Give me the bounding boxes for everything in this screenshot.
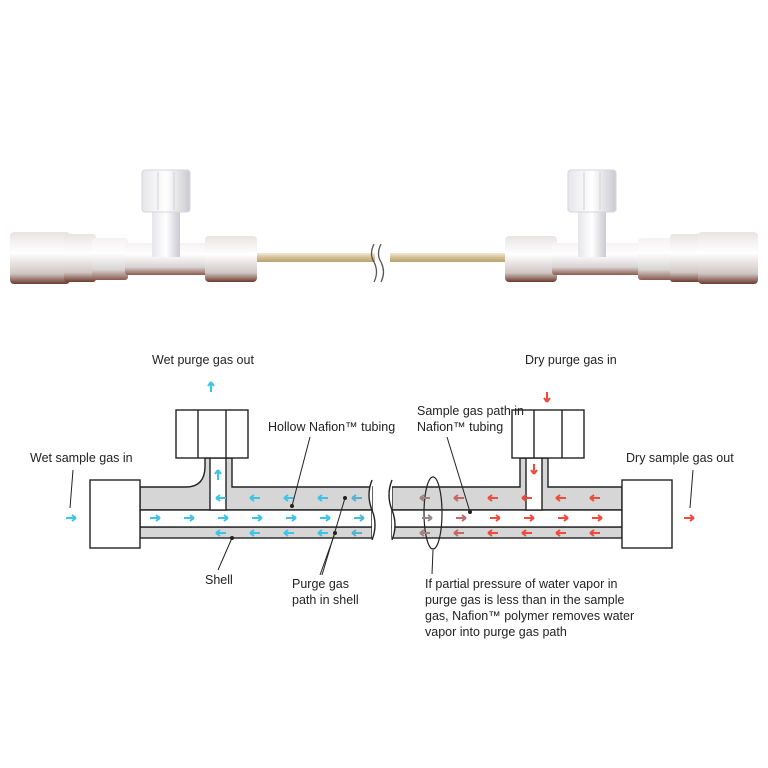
left-fitting-assembly <box>10 169 257 284</box>
label-sample-path-2: Nafion™ tubing <box>417 420 503 434</box>
right-end-fitting <box>621 479 673 549</box>
schematic <box>89 409 673 550</box>
sample-flow-arrow <box>286 514 297 522</box>
label-dry-sample-out: Dry sample gas out <box>626 451 734 465</box>
sample-flow-arrow <box>490 514 501 522</box>
purge-flow-arrow <box>215 529 226 537</box>
leader-lines <box>69 436 694 576</box>
purge-flow-arrow <box>487 494 498 502</box>
purge-flow-arrow <box>215 494 226 502</box>
purge-flow-arrow <box>351 529 362 537</box>
dry-purge-in-arrow <box>543 392 551 403</box>
purge-flow-arrow <box>521 529 532 537</box>
left-tee-cap <box>175 409 249 459</box>
sample-flow-arrow <box>218 514 229 522</box>
purge-flow-arrow <box>283 529 294 537</box>
purge-flow-arrow <box>317 529 328 537</box>
nafion-tube-left <box>255 253 375 262</box>
purge-flow-arrow <box>555 529 566 537</box>
label-note-4: vapor into purge gas path <box>425 625 567 639</box>
flow-arrows <box>66 381 695 537</box>
right-tee-cap <box>511 409 585 459</box>
purge-flow-arrow <box>453 529 464 537</box>
sample-flow-arrow <box>524 514 535 522</box>
tube-break-mark <box>370 243 385 283</box>
left-tee-flow-arrow <box>214 469 222 480</box>
purge-flow-arrow <box>351 494 362 502</box>
purge-flow-arrow <box>589 529 600 537</box>
sample-flow-arrow <box>592 514 603 522</box>
sample-flow-arrow <box>320 514 331 522</box>
purge-flow-arrow <box>283 494 294 502</box>
purge-flow-arrow <box>555 494 566 502</box>
sample-flow-arrow <box>184 514 195 522</box>
left-tee-channel <box>209 457 227 511</box>
label-sample-path-1: Sample gas path in <box>417 404 524 418</box>
label-dry-purge-in: Dry purge gas in <box>525 353 617 367</box>
purge-flow-arrow <box>317 494 328 502</box>
purge-flow-arrow <box>453 494 464 502</box>
nafion-tube-right <box>390 253 510 262</box>
label-shell: Shell <box>205 573 233 587</box>
sample-flow-arrow <box>422 514 433 522</box>
product-render <box>10 169 758 284</box>
label-wet-sample-in: Wet sample gas in <box>30 451 133 465</box>
purge-flow-arrow <box>419 529 430 537</box>
right-fitting-assembly <box>505 169 758 284</box>
schematic-break-mark <box>368 479 396 541</box>
wet-sample-in-arrow <box>66 514 77 522</box>
purge-flow-arrow <box>419 494 430 502</box>
sample-flow-arrow <box>252 514 263 522</box>
purge-flow-arrow <box>487 529 498 537</box>
purge-flow-arrow <box>249 494 260 502</box>
label-note-3: gas, Nafion™ polymer removes water <box>425 609 634 623</box>
label-note-2: purge gas is less than in the sample <box>425 593 624 607</box>
right-tee-flow-arrow <box>530 464 538 475</box>
sample-flow-arrow <box>150 514 161 522</box>
sample-flow-arrow <box>558 514 569 522</box>
label-note-1: If partial pressure of water vapor in <box>425 577 617 591</box>
dry-sample-out-arrow <box>684 514 695 522</box>
label-purge-path-2: path in shell <box>292 593 359 607</box>
purge-flow-arrow <box>249 529 260 537</box>
label-purge-path-1: Purge gas <box>292 577 349 591</box>
purge-flow-arrow <box>521 494 532 502</box>
leader-dots <box>230 496 472 540</box>
left-end-fitting <box>89 479 141 549</box>
label-hollow-tubing: Hollow Nafion™ tubing <box>268 420 395 434</box>
sample-flow-arrow <box>354 514 365 522</box>
membrane-ellipse <box>423 476 443 550</box>
purge-flow-arrow <box>589 494 600 502</box>
label-wet-purge-out: Wet purge gas out <box>152 353 254 367</box>
wet-purge-out-arrow <box>207 381 215 392</box>
sample-flow-arrow <box>456 514 467 522</box>
